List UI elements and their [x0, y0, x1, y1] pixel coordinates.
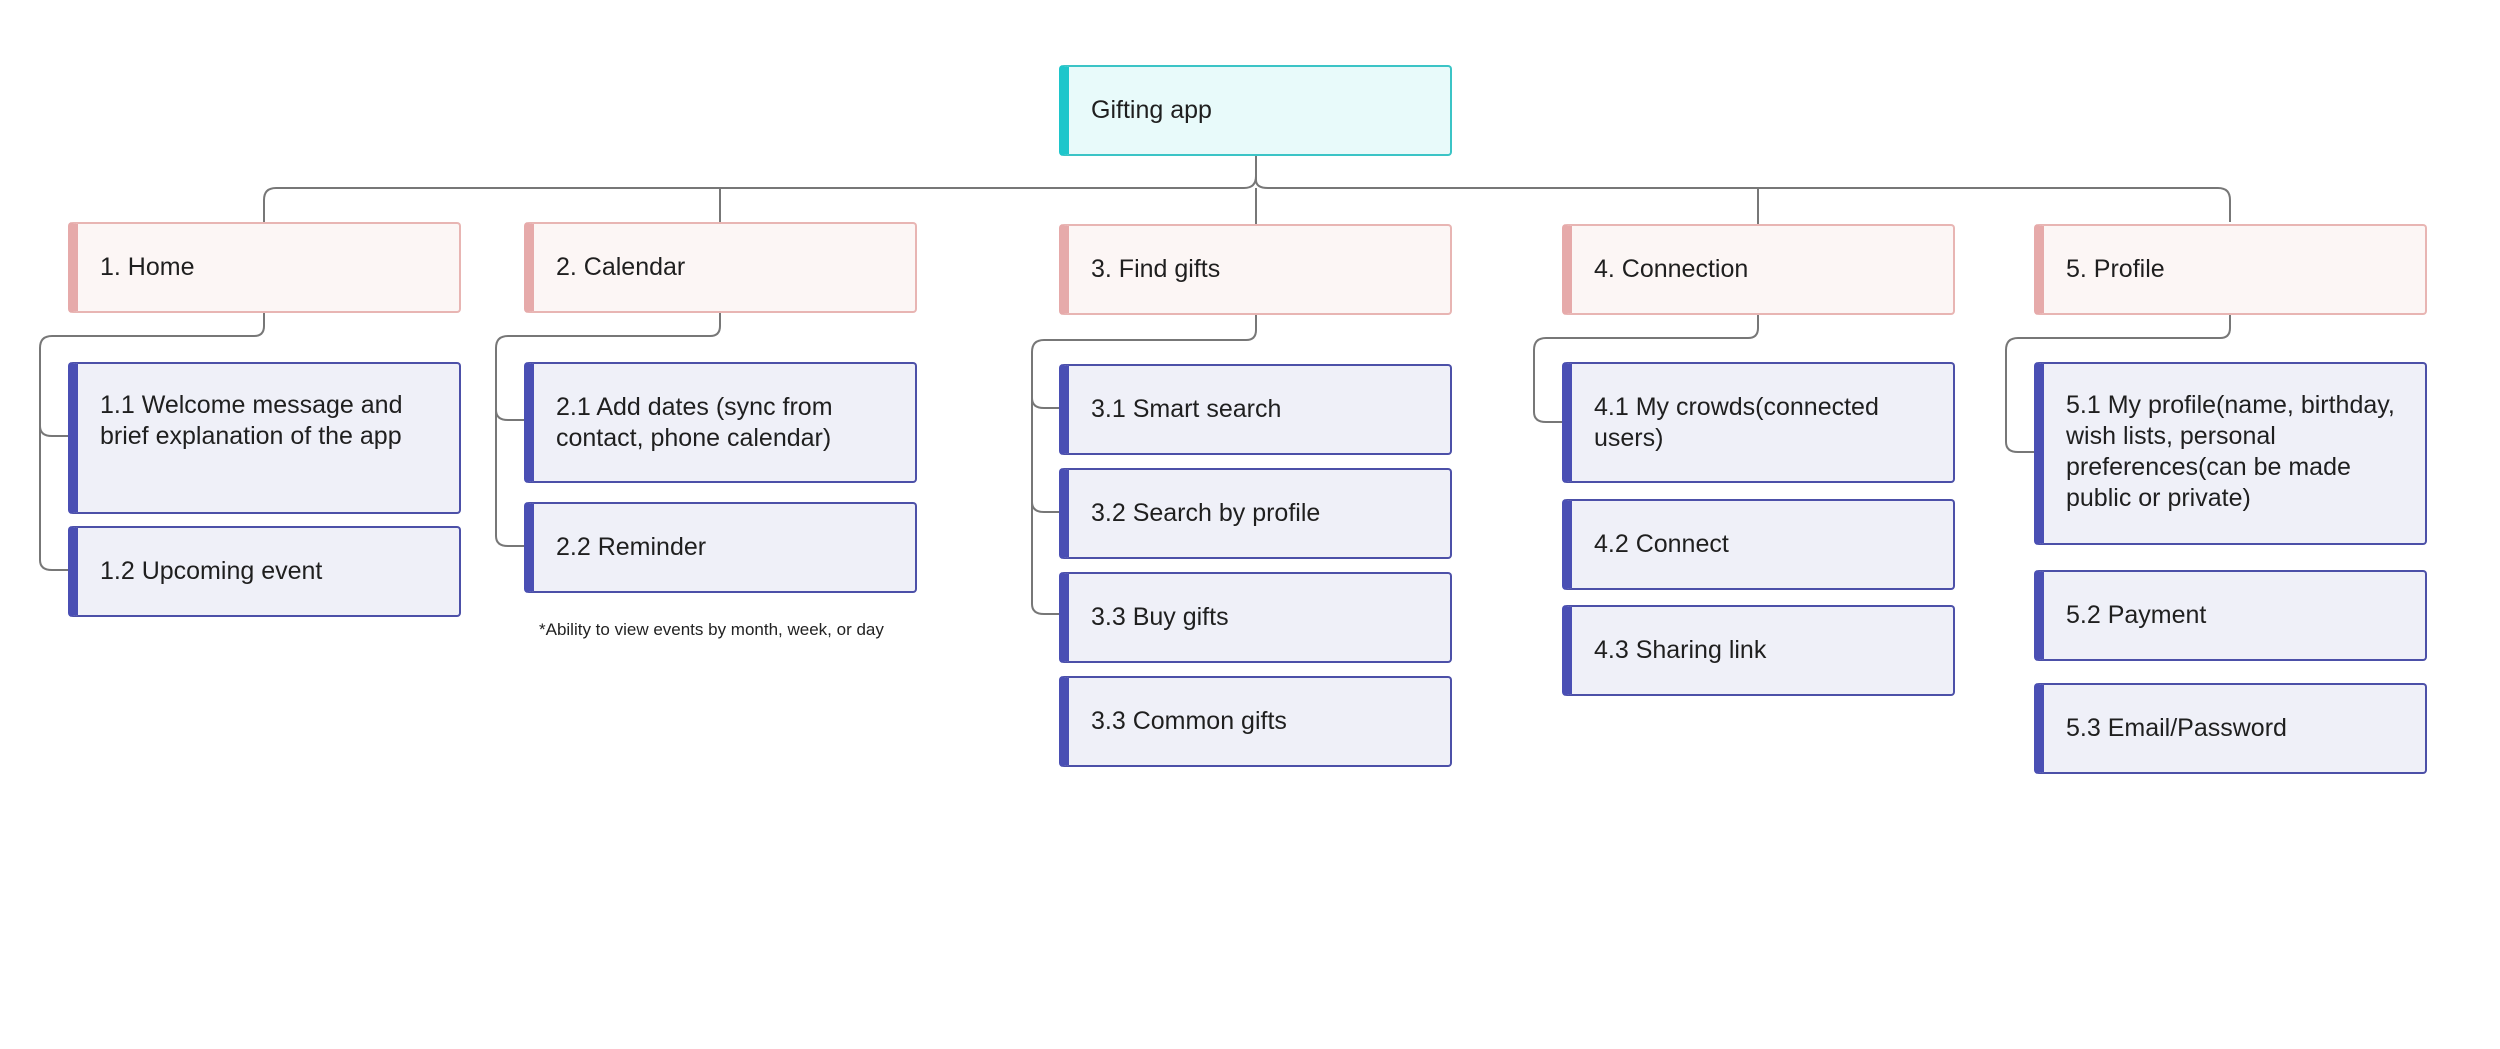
item-upcoming-event[interactable]: 1.2 Upcoming event: [68, 526, 461, 617]
item-payment[interactable]: 5.2 Payment: [2034, 570, 2427, 661]
category-home[interactable]: 1. Home: [68, 222, 461, 313]
category-profile[interactable]: 5. Profile: [2034, 224, 2427, 315]
category-label: 2. Calendar: [556, 253, 686, 281]
item-welcome-message[interactable]: 1.1 Welcome message and brief explanatio…: [68, 362, 461, 514]
item-label: 1.1 Welcome message and brief explanatio…: [100, 391, 403, 450]
connector-findgifts: [1031, 315, 1257, 615]
item-my-crowds[interactable]: 4.1 My crowds(connected users): [1562, 362, 1955, 483]
category-label: 1. Home: [100, 253, 195, 281]
category-find-gifts[interactable]: 3. Find gifts: [1059, 224, 1452, 315]
category-connection[interactable]: 4. Connection: [1562, 224, 1955, 315]
item-label: 3.1 Smart search: [1091, 395, 1282, 423]
connector-connection: [1533, 315, 1759, 423]
category-label: 3. Find gifts: [1091, 255, 1221, 283]
item-label: 3.2 Search by profile: [1091, 499, 1321, 527]
item-label: 4.1 My crowds(connected users): [1594, 392, 1879, 452]
item-sharing-link[interactable]: 4.3 Sharing link: [1562, 605, 1955, 696]
item-add-dates[interactable]: 2.1 Add dates (sync from contact, phone …: [524, 362, 917, 483]
root-node-gifting-app[interactable]: Gifting app: [1059, 65, 1452, 156]
item-smart-search[interactable]: 3.1 Smart search: [1059, 364, 1452, 455]
item-email-password[interactable]: 5.3 Email/Password: [2034, 683, 2427, 774]
item-common-gifts[interactable]: 3.3 Common gifts: [1059, 676, 1452, 767]
connector-home: [39, 313, 265, 571]
item-label: 4.2 Connect: [1594, 530, 1729, 558]
item-label: 5.2 Payment: [2066, 601, 2207, 629]
item-label: 5.3 Email/Password: [2066, 714, 2287, 742]
item-buy-gifts[interactable]: 3.3 Buy gifts: [1059, 572, 1452, 663]
connector-root-trunk: [1243, 156, 1257, 189]
calendar-note: *Ability to view events by month, week, …: [539, 620, 884, 639]
item-label: 1.2 Upcoming event: [100, 557, 323, 585]
item-label: 3.3 Buy gifts: [1091, 603, 1229, 631]
connector-profile: [2005, 315, 2231, 453]
item-label: 4.3 Sharing link: [1594, 636, 1767, 664]
item-label: 2.1 Add dates (sync from contact, phone …: [556, 392, 833, 452]
item-search-by-profile[interactable]: 3.2 Search by profile: [1059, 468, 1452, 559]
item-label: 5.1 My profile(name, birthday, wish list…: [2066, 391, 2395, 512]
item-label: 2.2 Reminder: [556, 533, 707, 561]
item-reminder[interactable]: 2.2 Reminder: [524, 502, 917, 593]
category-label: 4. Connection: [1594, 255, 1749, 283]
item-my-profile[interactable]: 5.1 My profile(name, birthday, wish list…: [2034, 362, 2427, 545]
category-calendar[interactable]: 2. Calendar: [524, 222, 917, 313]
category-label: 5. Profile: [2066, 255, 2165, 283]
item-label: 3.3 Common gifts: [1091, 707, 1287, 735]
item-connect[interactable]: 4.2 Connect: [1562, 499, 1955, 590]
connector-calendar: [495, 313, 721, 547]
root-label: Gifting app: [1091, 96, 1212, 124]
connector-root-bus: [1255, 176, 2231, 222]
connector-root-left: [263, 187, 1244, 222]
